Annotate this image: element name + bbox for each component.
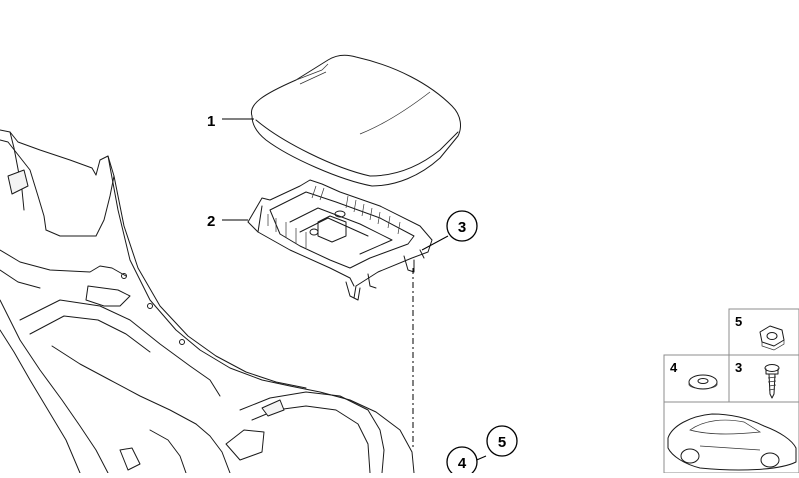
legend-cell-vehicle — [663, 401, 799, 474]
center-console-body — [0, 129, 415, 474]
vehicle-silhouette-icon — [667, 413, 797, 471]
legend-label-screw: 3 — [735, 360, 742, 375]
hex-nut-icon — [759, 325, 785, 351]
leader-lines — [222, 118, 487, 463]
legend-cell-screw — [728, 354, 799, 403]
legend-cell-washer — [663, 354, 730, 403]
callout-label-4: 4 — [458, 455, 467, 472]
callout-label-3: 3 — [458, 219, 466, 236]
screw-icon — [764, 364, 780, 399]
part-label-1: 1 — [207, 113, 215, 130]
part-label-2: 2 — [207, 213, 215, 230]
washer-icon — [688, 374, 718, 390]
hardware-legend-panel: 5 4 3 — [663, 308, 799, 474]
armrest-base-frame-part — [247, 179, 433, 301]
callout-circle-3 — [446, 210, 478, 242]
armrest-cushion-part — [250, 54, 461, 187]
legend-label-washer: 4 — [670, 360, 678, 375]
callout-label-5: 5 — [498, 434, 506, 451]
callout-circle-5 — [486, 425, 518, 457]
legend-label-nut: 5 — [735, 314, 742, 329]
